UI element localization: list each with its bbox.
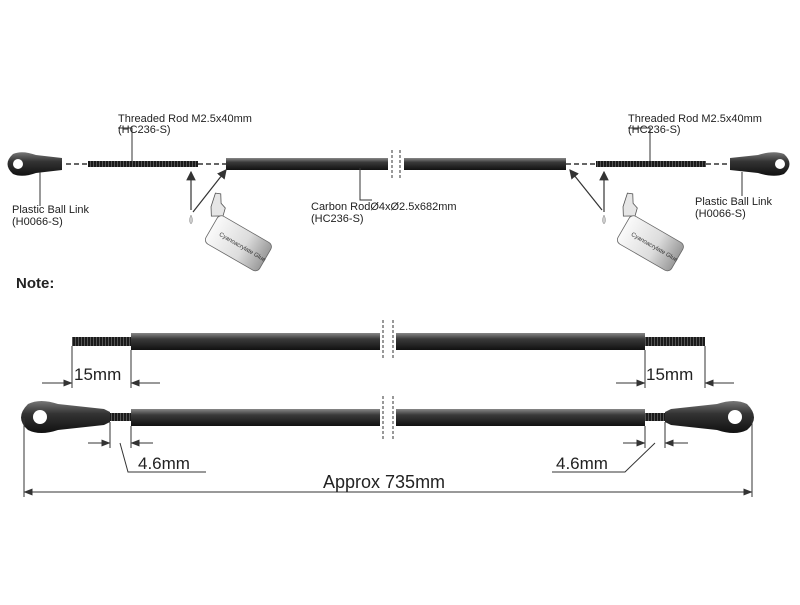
glue-bottle-left-icon: Cyanoacrylate Glue bbox=[204, 192, 272, 272]
rod-with-threads bbox=[72, 333, 705, 350]
ball-link-right-code: (H0066-S) bbox=[695, 208, 746, 220]
bottom-rod-right bbox=[396, 409, 645, 426]
carbon-rod-code: (HC236-S) bbox=[311, 213, 364, 225]
ball-link-right-label: Plastic Ball Link bbox=[695, 196, 773, 208]
dim-insert-right-text: 15mm bbox=[646, 365, 693, 384]
dim-overall-text: Approx 735mm bbox=[323, 472, 445, 492]
ball-link-left-code: (H0066-S) bbox=[12, 216, 63, 228]
glue-arrows-right bbox=[569, 169, 609, 212]
break-marks-bottom bbox=[382, 396, 394, 440]
bottom-ball-link-left bbox=[21, 401, 110, 433]
glue-bottle-right-icon: Cyanoacrylate Glue bbox=[616, 192, 684, 272]
glue-drop-left bbox=[189, 214, 193, 225]
carbon-rod-left-half bbox=[226, 158, 388, 170]
bottom-thread-left bbox=[110, 413, 132, 421]
glue-arrows-left bbox=[186, 169, 227, 213]
dim-insert-left-text: 15mm bbox=[74, 365, 121, 384]
threaded-rod-right-code: (HC236-S) bbox=[628, 124, 681, 136]
bottom-rod-left bbox=[131, 409, 380, 426]
glue-drop-right bbox=[602, 214, 606, 225]
dim-gap-left-text: 4.6mm bbox=[138, 454, 190, 473]
threaded-rod-left-label: Threaded Rod M2.5x40mm bbox=[118, 113, 252, 125]
dim-overall bbox=[23, 418, 753, 497]
carbon-rod-label: Carbon RodØ4xØ2.5x682mm bbox=[311, 201, 457, 213]
note-heading: Note: bbox=[16, 275, 54, 292]
dim-insert-right bbox=[616, 346, 734, 388]
ball-link-left-label: Plastic Ball Link bbox=[12, 204, 90, 216]
threaded-rod-right bbox=[596, 161, 706, 167]
threaded-rod-right-label: Threaded Rod M2.5x40mm bbox=[628, 113, 762, 125]
break-marks-middle bbox=[382, 320, 394, 360]
overall-label-bg bbox=[318, 472, 468, 490]
ball-link-left bbox=[7, 152, 62, 176]
threaded-rod-left bbox=[88, 161, 198, 167]
break-marks-top bbox=[391, 150, 401, 180]
dim-gap-left bbox=[88, 422, 206, 473]
carbon-rod-right-half bbox=[404, 158, 566, 170]
dim-insert-left bbox=[42, 346, 160, 388]
threaded-rod-left-code: (HC236-S) bbox=[118, 124, 171, 136]
ball-link-right bbox=[730, 152, 790, 176]
dim-gap-right-text: 4.6mm bbox=[556, 454, 608, 473]
leader-lines-top bbox=[39, 127, 743, 206]
dim-gap-right bbox=[552, 422, 688, 473]
bottom-thread-right bbox=[645, 413, 665, 421]
bottom-ball-link-right bbox=[665, 401, 754, 433]
